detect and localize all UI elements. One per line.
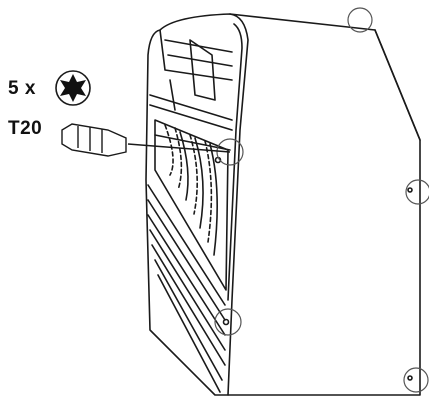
screwdriver — [61, 123, 231, 157]
screw-callout-bottom-front — [214, 308, 242, 336]
screw-callout-top — [347, 7, 373, 33]
louvre-grille — [147, 184, 226, 306]
top-frame — [159, 29, 233, 81]
inner-rail — [149, 94, 233, 121]
side-panel-edge — [374, 29, 421, 141]
screw-callout-right-middle — [405, 179, 429, 205]
front-panel-edge — [227, 23, 243, 301]
front-panel — [227, 13, 249, 396]
coil-drum — [154, 119, 229, 291]
screw-callout-front — [216, 138, 244, 166]
torx-star-icon — [55, 70, 91, 106]
screw-callout-bottom-right — [403, 367, 429, 393]
housing-outline — [145, 13, 421, 396]
screw-quantity-label: 5 x — [8, 78, 36, 99]
torx-bit-size-label: T20 — [8, 118, 43, 139]
